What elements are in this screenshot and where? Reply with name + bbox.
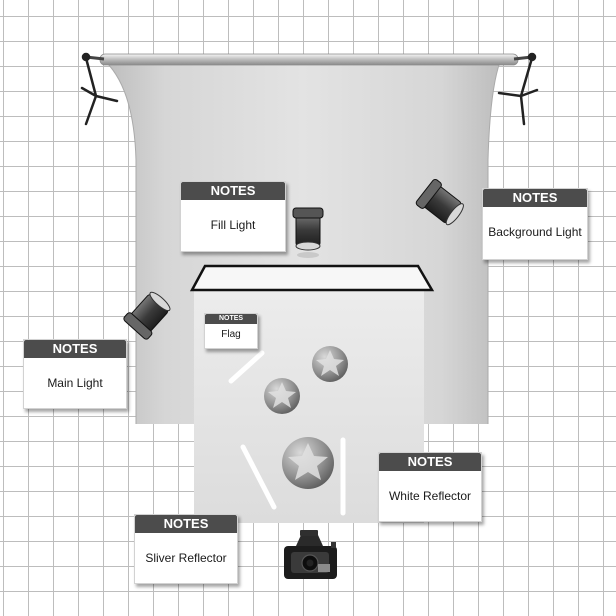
backdrop-rod: [85, 53, 533, 66]
note-background-light[interactable]: NOTES Background Light: [482, 188, 588, 260]
note-main-light[interactable]: NOTES Main Light: [23, 339, 127, 409]
note-header: NOTES: [181, 182, 285, 200]
note-flag[interactable]: NOTES Flag: [204, 313, 258, 349]
star-ball-icon: [264, 378, 300, 414]
note-label-fill-light: Fill Light: [210, 218, 256, 232]
camera-icon: [284, 530, 337, 579]
note-white-reflector[interactable]: NOTES White Reflector: [378, 452, 482, 522]
star-ball-icon: [312, 346, 348, 382]
left-stand-icon: [80, 52, 119, 126]
note-header: NOTES: [379, 453, 481, 471]
note-header: NOTES: [24, 340, 126, 358]
star-ball-icon: [282, 437, 334, 489]
table-top: [189, 264, 435, 292]
note-header: NOTES: [205, 314, 257, 324]
note-label-flag: Flag: [221, 329, 241, 340]
background-light-icon: [415, 178, 464, 226]
right-stand-icon: [497, 52, 539, 126]
note-label-sliver-reflector: Sliver Reflector: [145, 551, 227, 565]
note-label-white-reflector: White Reflector: [388, 489, 472, 503]
note-fill-light[interactable]: NOTES Fill Light: [180, 181, 286, 252]
note-sliver-reflector[interactable]: NOTES Sliver Reflector: [134, 514, 238, 584]
note-header: NOTES: [135, 515, 237, 533]
main-light-icon: [123, 291, 171, 340]
note-label-main-light: Main Light: [47, 376, 103, 390]
fill-light-icon: [292, 207, 324, 258]
note-label-background-light: Background Light: [488, 225, 582, 239]
reflector-cards: [228, 350, 346, 516]
note-header: NOTES: [483, 189, 587, 207]
